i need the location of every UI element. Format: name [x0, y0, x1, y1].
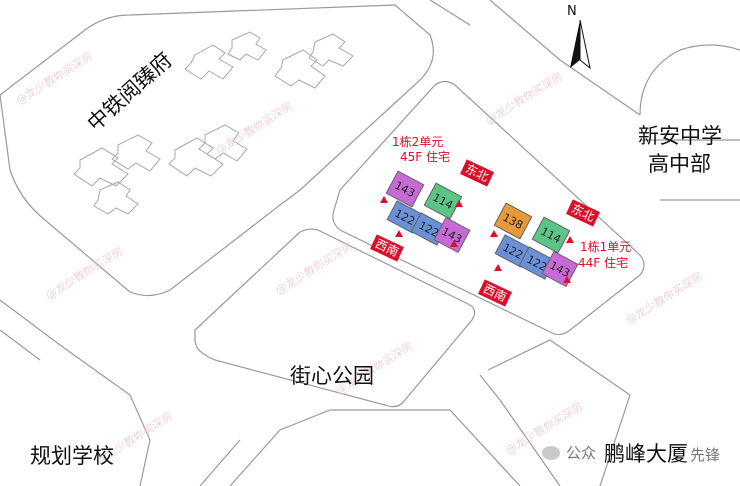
building-b-caption-1: 1栋1单元 [580, 240, 632, 254]
building-a-caption-2: 45F 住宅 [400, 150, 450, 164]
north-label: N [567, 4, 577, 19]
window-marker-icon [490, 230, 498, 237]
footer-credit: 公众 [542, 442, 596, 463]
school-label: 规划学校 [30, 444, 114, 468]
footer-prefix: 公众 [566, 444, 597, 462]
window-marker-icon [455, 200, 463, 207]
xinan-label-line2: 高中部 [648, 152, 711, 176]
window-marker-icon [380, 196, 388, 203]
window-marker-icon [566, 236, 574, 243]
building-b-caption-2: 44F 住宅 [578, 256, 628, 270]
wechat-icon [542, 445, 560, 460]
window-marker-icon [395, 230, 403, 237]
building-a-caption-1: 1栋2单元 [392, 135, 444, 149]
xinan-label-line1: 新安中学 [638, 124, 722, 148]
footer-suffix: 先锋 [690, 446, 721, 464]
park-label: 街心公园 [290, 364, 374, 388]
window-marker-icon [494, 264, 502, 271]
north-arrow-icon [570, 19, 591, 70]
window-marker-icon [563, 276, 571, 283]
pengfeng-label: 鹏峰大厦 [604, 442, 688, 466]
window-marker-icon [450, 240, 458, 247]
